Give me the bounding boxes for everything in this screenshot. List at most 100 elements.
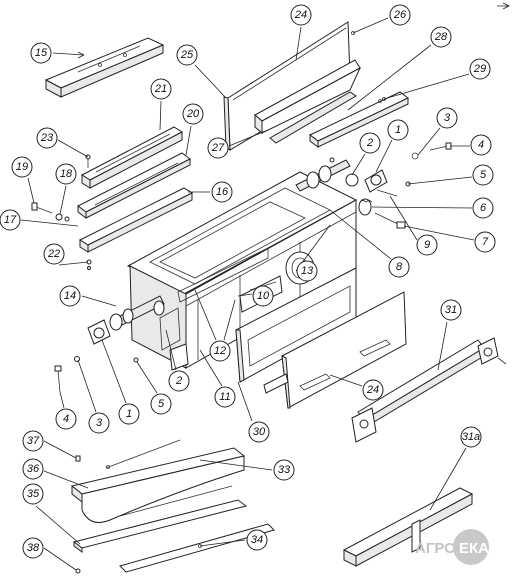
callout-circle — [470, 134, 492, 156]
part-27-28-angle-bar — [254, 59, 362, 144]
callout-27: 27 — [207, 137, 229, 159]
callout-circle — [176, 44, 198, 66]
callout-number: 15 — [35, 47, 48, 59]
callout-4: 4 — [470, 134, 492, 156]
callout-number: 9 — [424, 239, 430, 251]
callout-number: 38 — [27, 542, 40, 554]
callout-number: 10 — [257, 290, 270, 302]
callout-number: 31 — [445, 304, 457, 316]
fasteners-bottom — [75, 455, 81, 574]
callout-number: 11 — [219, 391, 230, 403]
callout-29: 29 — [469, 58, 491, 80]
callout-13: 13 — [296, 260, 318, 282]
callout-5: 5 — [472, 164, 494, 186]
callout-9: 9 — [416, 234, 438, 256]
callout-24: 24 — [290, 4, 312, 26]
callout-number: 2 — [366, 137, 373, 149]
callout-number: 8 — [396, 261, 403, 273]
callout-24: 24 — [362, 379, 384, 401]
callout-number: 13 — [301, 265, 314, 277]
part-24-lower-door — [263, 291, 407, 409]
watermark-logo: АГРО ЕКА — [415, 529, 489, 565]
callout-number: 23 — [40, 132, 54, 144]
callout-circle — [430, 26, 452, 48]
callout-number: 28 — [434, 31, 448, 43]
callout-14: 14 — [59, 285, 81, 307]
callout-circle — [59, 285, 81, 307]
callout-28: 28 — [430, 26, 452, 48]
callout-22: 22 — [43, 243, 65, 265]
callout-5: 5 — [150, 393, 172, 415]
callout-number: 31a — [462, 431, 480, 443]
callout-number: 7 — [482, 236, 489, 248]
callout-16: 16 — [211, 181, 233, 203]
callout-circle — [273, 459, 295, 481]
callout-31a: 31a — [460, 426, 482, 448]
callout-circle — [248, 421, 270, 443]
callout-30: 30 — [248, 421, 270, 443]
callout-number: 24 — [366, 384, 379, 396]
callout-circle — [389, 4, 411, 26]
callout-circle — [150, 78, 172, 100]
callout-circle — [43, 243, 65, 265]
callout-circle — [388, 256, 410, 278]
callout-1: 1 — [118, 403, 140, 425]
part-20-plate — [77, 152, 191, 219]
callout-number: 33 — [278, 464, 291, 476]
callout-number: 3 — [444, 112, 451, 124]
callout-37: 37 — [22, 430, 44, 452]
callout-circle — [469, 58, 491, 80]
callout-circle — [387, 119, 409, 141]
callout-15: 15 — [30, 42, 52, 64]
callout-4: 4 — [55, 408, 77, 430]
callout-number: 16 — [216, 186, 229, 198]
callout-circle — [460, 426, 482, 448]
callout-circle — [55, 163, 77, 185]
callout-number: 14 — [64, 290, 76, 302]
callout-circle — [207, 137, 229, 159]
callout-number: 29 — [473, 63, 486, 75]
callout-23: 23 — [36, 127, 58, 149]
part-30-front-cover — [235, 267, 357, 383]
callout-circle — [22, 537, 44, 559]
callout-number: 1 — [126, 408, 132, 420]
shaft-assembly-left — [54, 295, 189, 393]
callout-number: 4 — [63, 413, 69, 425]
callout-33: 33 — [273, 459, 295, 481]
callout-circle — [474, 231, 496, 253]
callout-circle — [0, 209, 21, 231]
callout-26: 26 — [389, 4, 411, 26]
callout-17: 17 — [0, 209, 21, 231]
part-34-35-bar — [72, 499, 275, 573]
callout-25: 25 — [176, 44, 198, 66]
callout-3: 3 — [436, 107, 458, 129]
callout-31: 31 — [440, 299, 462, 321]
callout-circle — [22, 458, 44, 480]
callout-circle — [440, 299, 462, 321]
callout-circle — [55, 408, 77, 430]
callout-2: 2 — [359, 132, 381, 154]
callout-number: 24 — [294, 9, 307, 21]
callout-number: 18 — [60, 168, 73, 180]
callout-circle — [22, 483, 44, 505]
callout-number: 20 — [186, 108, 200, 120]
callout-number: 37 — [27, 435, 40, 447]
callout-circle — [150, 393, 172, 415]
part-29-strip — [309, 91, 409, 148]
callout-number: 19 — [16, 161, 28, 173]
callout-38: 38 — [22, 537, 44, 559]
callout-7: 7 — [474, 231, 496, 253]
part-21-plate — [80, 126, 184, 189]
callout-circle — [30, 42, 52, 64]
callout-circle — [246, 529, 268, 551]
callout-12: 12 — [209, 340, 231, 362]
callout-number: 25 — [180, 49, 194, 61]
callout-21: 21 — [150, 78, 172, 100]
callout-number: 12 — [214, 345, 226, 357]
callout-number: 34 — [251, 534, 263, 546]
callout-circle — [472, 164, 494, 186]
callout-circle — [118, 403, 140, 425]
callout-circle — [416, 234, 438, 256]
callout-number: 5 — [158, 398, 165, 410]
